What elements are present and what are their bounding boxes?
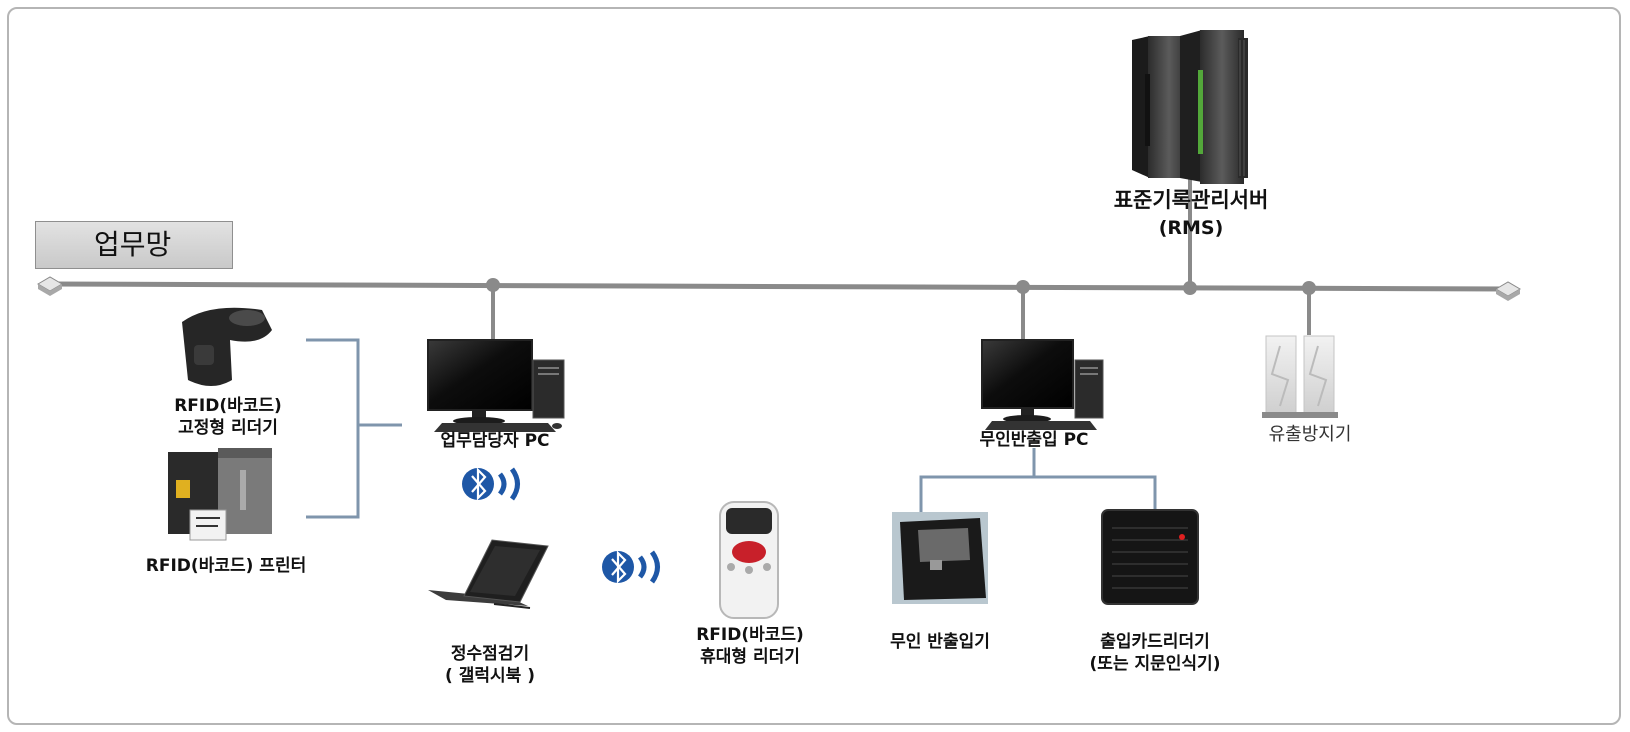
label-line: 업무담당자 PC <box>440 431 550 451</box>
label-line: (또는 지문인식기) <box>1089 654 1221 674</box>
label-line: 유출방지기 <box>1268 424 1352 445</box>
bus-terminator-right <box>1495 281 1521 301</box>
unmanned-pc-label: 무인반출입 PC <box>964 429 1104 451</box>
security-gate-icon <box>1262 335 1338 418</box>
unmanned-pc-icon <box>981 339 1104 430</box>
fixed-reader-label: RFID(바코드) 고정형 리더기 <box>148 395 308 439</box>
label-line: 고정형 리더기 <box>178 418 278 438</box>
handheld-reader-label: RFID(바코드) 휴대형 리더기 <box>680 624 820 668</box>
label-line: 휴대형 리더기 <box>700 647 800 667</box>
network-bus <box>37 178 1521 340</box>
label-line: 무인 반출입기 <box>890 632 990 652</box>
printer-icon <box>168 448 272 541</box>
printer-label: RFID(바코드) 프린터 <box>126 555 326 577</box>
label-line: RFID(바코드) <box>174 396 282 416</box>
device-bracket-connector <box>306 338 402 519</box>
bluetooth-icon <box>462 467 520 501</box>
network-label: 업무망 <box>35 221 233 269</box>
label-line: 정수점검기 <box>450 644 530 664</box>
diagram-frame <box>7 7 1621 725</box>
fixed-reader-icon <box>182 307 272 386</box>
label-line: 무인반출입 PC <box>979 430 1089 450</box>
label-line: ( 갤럭시북 ) <box>445 666 535 686</box>
bluetooth-icon <box>602 550 660 584</box>
tablet-laptop-icon <box>428 539 549 609</box>
unmanned-pc-fork-connector <box>919 448 1157 512</box>
bus-terminator-left <box>37 276 63 296</box>
label-line: RFID(바코드) <box>696 625 804 645</box>
server-rack-icon <box>1132 30 1248 184</box>
staff-pc-icon <box>427 339 565 432</box>
label-line: 출입카드리더기 <box>1100 632 1210 652</box>
unmanned-box-label: 무인 반출입기 <box>870 631 1010 653</box>
staff-pc-label: 업무담당자 PC <box>420 430 570 452</box>
card-reader-icon <box>1101 509 1199 605</box>
tablet-label: 정수점검기 ( 갤럭시북 ) <box>420 643 560 687</box>
label-line: RFID(바코드) 프린터 <box>145 556 307 576</box>
card-reader-label: 출입카드리더기 (또는 지문인식기) <box>1070 631 1240 675</box>
server-label: 표준기록관리서버 (RMS) <box>1086 186 1296 242</box>
server-abbr: (RMS) <box>1158 217 1224 239</box>
anti-theft-gate-label: 유출방지기 <box>1250 424 1370 446</box>
handheld-reader-icon <box>719 501 779 619</box>
server-name: 표준기록관리서버 <box>1113 188 1269 212</box>
unmanned-box-icon <box>892 512 988 604</box>
